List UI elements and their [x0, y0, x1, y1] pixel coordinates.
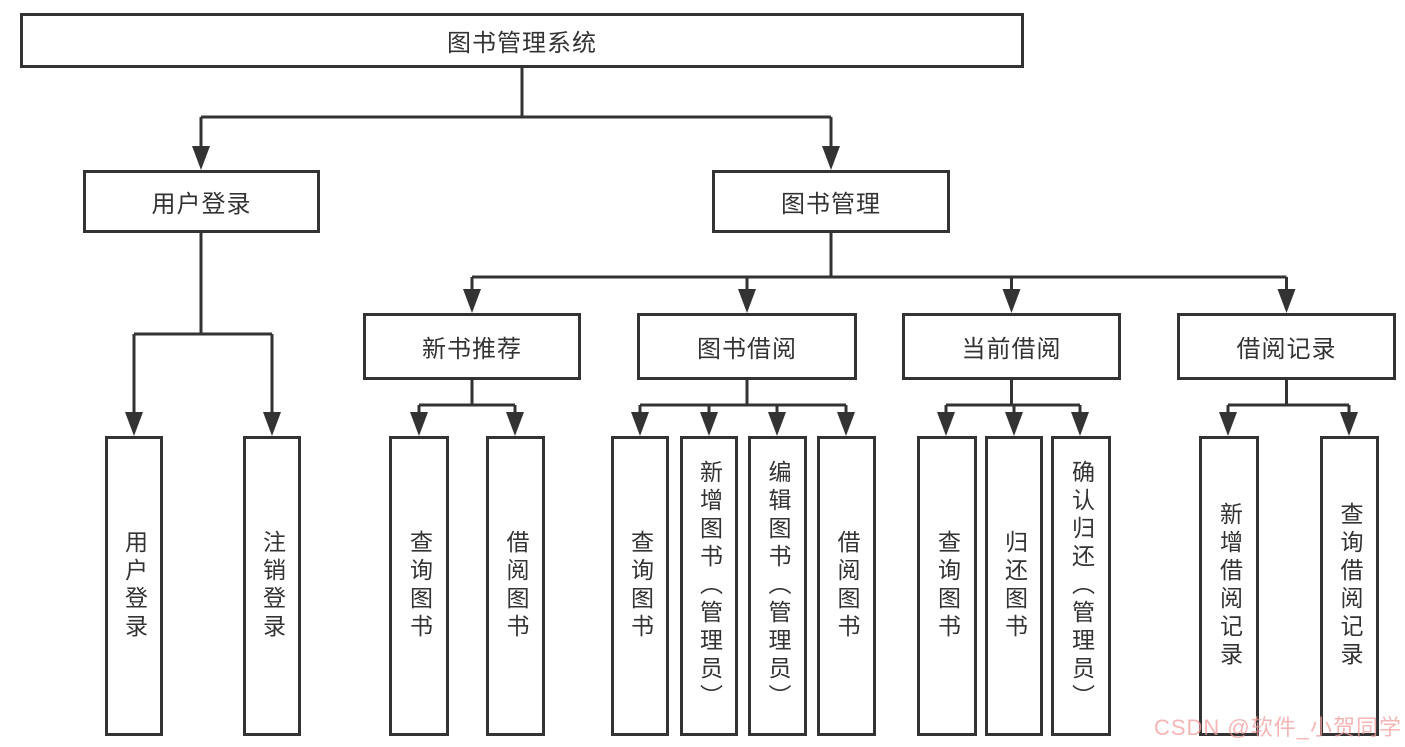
arrow-icon	[837, 412, 855, 436]
node-logout-leaf: 注销登录	[243, 436, 301, 736]
arrow-icon	[738, 289, 756, 313]
node-book-borrowing: 图书借阅	[637, 313, 857, 380]
tree-connector-path	[132, 68, 1351, 416]
node-edit-book-admin: 编辑图书（管理员）	[748, 436, 807, 736]
node-borrow-book-leaf: 借阅图书	[817, 436, 876, 736]
arrow-icon	[937, 412, 955, 436]
csdn-watermark: CSDN @软件_小贺同学	[1153, 715, 1402, 740]
arrow-icon	[822, 146, 840, 170]
arrow-icon	[631, 412, 649, 436]
node-book-management: 图书管理	[712, 170, 950, 233]
node-add-book-admin: 新增图书（管理员）	[680, 436, 738, 736]
node-user-login: 用户登录	[83, 170, 320, 233]
arrowheads	[125, 146, 1358, 436]
arrow-icon	[1340, 412, 1358, 436]
arrow-icon	[1002, 289, 1021, 313]
node-query-book-recommend: 查询图书	[389, 436, 449, 736]
node-library-management-system: 图书管理系统	[20, 13, 1024, 68]
arrow-icon	[1071, 412, 1089, 436]
node-query-borrow-record: 查询借阅记录	[1320, 436, 1379, 736]
node-add-borrow-record: 新增借阅记录	[1199, 436, 1259, 736]
arrow-icon	[463, 289, 481, 313]
arrow-icon	[410, 412, 428, 436]
node-new-book-recommend: 新书推荐	[363, 313, 581, 380]
arrow-icon	[125, 412, 143, 436]
arrow-icon	[1219, 412, 1237, 436]
arrow-icon	[192, 146, 210, 170]
node-query-book-current: 查询图书	[917, 436, 977, 736]
node-borrow-book-recommend: 借阅图书	[486, 436, 545, 736]
node-return-book: 归还图书	[985, 436, 1043, 736]
node-query-book-borrowing: 查询图书	[611, 436, 669, 736]
arrow-icon	[700, 412, 718, 436]
node-current-borrowing: 当前借阅	[902, 313, 1121, 380]
arrow-icon	[263, 412, 281, 436]
node-confirm-return-admin: 确认归还（管理员）	[1051, 436, 1111, 736]
node-borrowing-records: 借阅记录	[1177, 313, 1396, 380]
arrow-icon	[768, 412, 786, 436]
arrow-icon	[1005, 412, 1023, 436]
node-user-login-leaf: 用户登录	[105, 436, 163, 736]
arrow-icon	[1277, 289, 1296, 313]
arrow-icon	[506, 412, 524, 436]
